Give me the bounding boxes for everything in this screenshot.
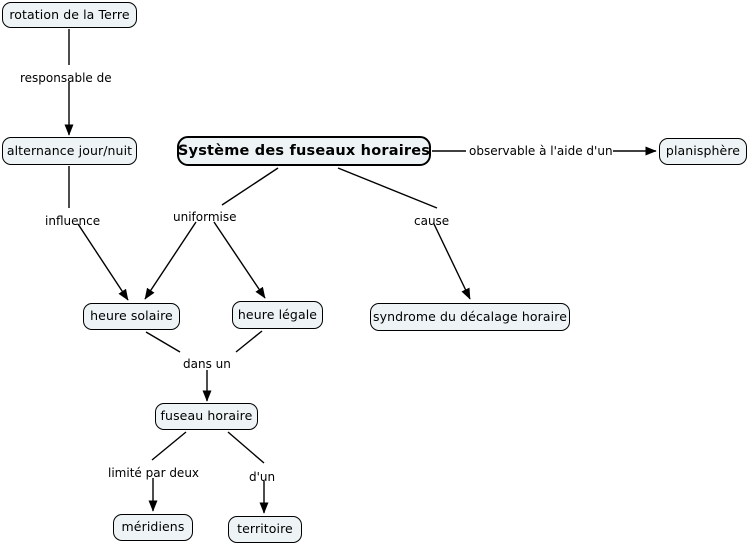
node-planisphere[interactable]: planisphère: [659, 138, 747, 165]
link-label-limite: limité par deux: [108, 466, 200, 480]
edge-systeme-cause: [337, 167, 438, 209]
link-label-influence: influence: [45, 214, 101, 228]
node-syndrome[interactable]: syndrome du décalage horaire: [370, 303, 570, 331]
node-territoire[interactable]: territoire: [228, 516, 302, 543]
node-legale[interactable]: heure légale: [232, 301, 323, 329]
edges-group: [64, 29, 657, 514]
edge-uniformise-solaire: [144, 221, 197, 300]
link-label-responsable: responsable de: [20, 71, 112, 85]
edge-uniformise-legale: [213, 221, 266, 299]
node-alternance[interactable]: alternance jour/nuit: [2, 137, 137, 165]
edge-fuseau-dun: [227, 431, 265, 464]
link-label-cause: cause: [414, 214, 450, 228]
node-rotation[interactable]: rotation de la Terre: [2, 2, 137, 28]
link-label-dans-un: dans un: [183, 357, 231, 371]
link-label-observable: observable à l'aide d'un: [469, 144, 613, 158]
edge-influence-solaire: [77, 223, 129, 301]
link-label-uniformise: uniformise: [173, 210, 237, 224]
node-meridiens[interactable]: méridiens: [113, 514, 193, 541]
edge-fuseau-limite: [151, 431, 187, 461]
node-systeme[interactable]: Système des fuseaux horaires: [177, 136, 431, 166]
node-fuseau[interactable]: fuseau horaire: [155, 403, 258, 430]
edge-legale-dansun: [235, 330, 263, 353]
edge-solaire-dansun: [145, 331, 181, 353]
edge-systeme-uniformise: [221, 167, 279, 206]
node-solaire[interactable]: heure solaire: [83, 303, 180, 330]
edge-cause-syndrome: [433, 223, 471, 300]
link-label-dun: d'un: [249, 470, 276, 484]
